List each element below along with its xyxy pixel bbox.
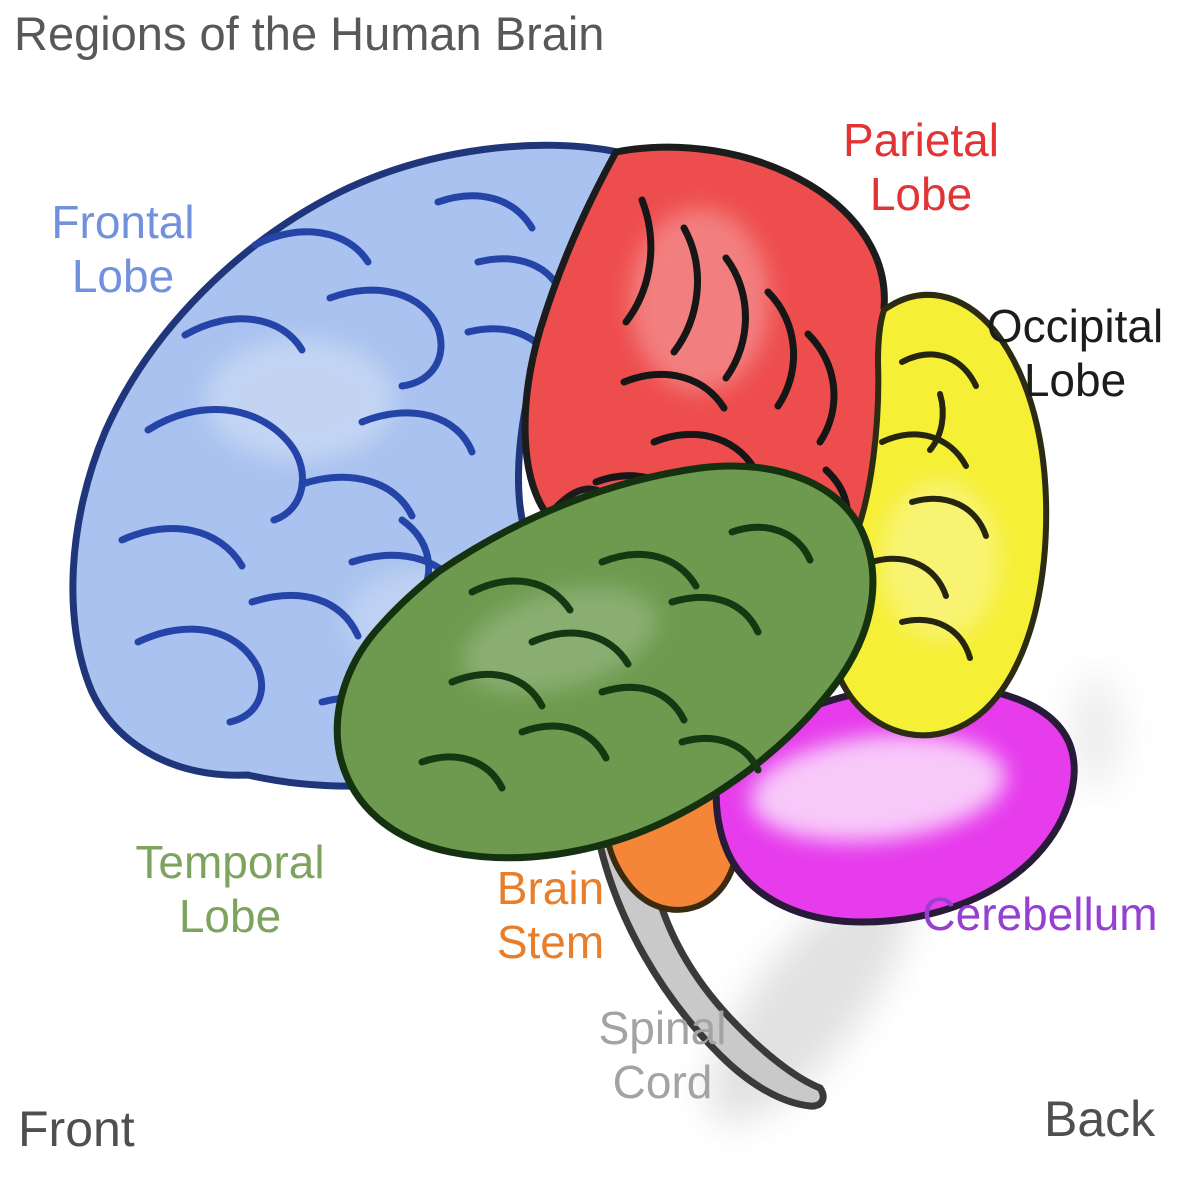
brain-stem-label-line1: Brain [496,862,605,914]
spinal-cord-label-line2: Cord [612,1055,713,1108]
frontal-lobe-label: Frontal Lobe [28,196,218,304]
frontal-highlight [205,338,395,462]
parietal-lobe-label: Parietal Lobe [806,114,1036,222]
temporal-lobe-label: Temporal Lobe [110,836,350,944]
occipital-gyri [869,351,989,661]
occipital-lobe-label: Occipital Lobe [960,300,1190,408]
occipital-lobe-label-line1: Occipital [986,300,1164,352]
occipital-highlight [880,480,1000,640]
diagram-title: Regions of the Human Brain [14,7,605,60]
brain-stem-label: Brain Stem [448,862,653,970]
spinal-cord-label-line1: Spinal [598,1002,727,1054]
temporal-lobe-label-line1: Temporal [135,836,325,888]
cerebellum-label-line1: Cerebellum [922,888,1158,940]
parietal-lobe-label-line1: Parietal [843,114,999,166]
brain-stem-label-line2: Stem [496,915,605,968]
parietal-lobe-label-line2: Lobe [869,167,973,220]
back-orientation-label: Back [1044,1091,1156,1147]
temporal-lobe-label-line2: Lobe [178,889,282,942]
frontal-lobe-label-line2: Lobe [71,249,175,302]
temporal-gyri [418,523,814,792]
temporal-highlight [462,586,658,694]
front-orientation-label: Front [18,1101,135,1157]
cerebellum-label: Cerebellum [900,888,1180,942]
frontal-lobe-label-line1: Frontal [51,196,195,248]
cerebellum-highlight [750,734,1006,842]
occipital-lobe-label-line2: Lobe [1023,353,1127,406]
spinal-cord-label: Spinal Cord [555,1002,770,1110]
cerebellum-shadow [1070,674,1122,790]
parietal-highlight [630,208,770,392]
